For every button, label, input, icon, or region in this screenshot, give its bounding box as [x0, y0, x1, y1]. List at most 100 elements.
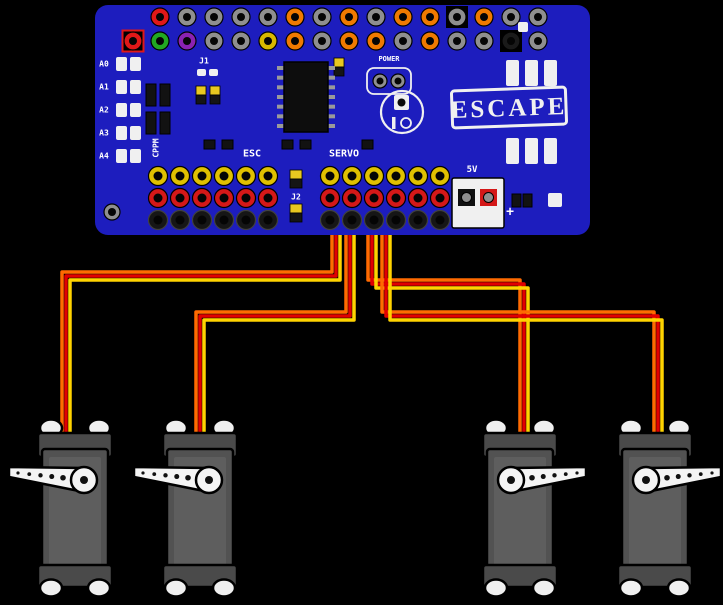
- solder-pad: [544, 60, 557, 86]
- esc-header-pin-hole: [263, 215, 273, 225]
- analog-label-a0: A0: [99, 60, 109, 69]
- board-label-+: +: [506, 205, 514, 220]
- servo-horn-hub-hole: [205, 476, 213, 484]
- esc-header-pin-hole: [241, 215, 251, 225]
- smd-capacitor-body: [289, 178, 303, 189]
- esc-header-pin-hole: [263, 193, 273, 203]
- servo-horn-hole: [710, 471, 714, 475]
- servo-horn-hub-hole: [642, 476, 650, 484]
- ic-pin: [277, 95, 284, 99]
- terminal-gnd-screw: [461, 192, 472, 203]
- solder-pad: [506, 138, 519, 164]
- smd-component: [221, 139, 234, 150]
- servo-horn-hole: [575, 471, 579, 475]
- analog-pad: [116, 126, 127, 140]
- ic-pin: [328, 114, 335, 119]
- analog-pad: [116, 57, 127, 71]
- ic-pin: [328, 95, 335, 99]
- board-label-cppm: CPPM: [152, 138, 161, 157]
- ic-pin: [277, 104, 284, 109]
- servo-bottom-grommet: [666, 578, 692, 598]
- servo-horn-hole: [698, 472, 703, 477]
- gpio-pin-hole: [453, 37, 461, 45]
- analog-pad: [130, 103, 141, 117]
- round-footprint-outline: [379, 89, 425, 135]
- servo-header-pin-hole: [347, 215, 357, 225]
- servo-horn-hole: [49, 474, 55, 480]
- servo-horn-hub-hole: [80, 476, 88, 484]
- solder-pad: [209, 69, 218, 76]
- esc-header-pin-hole: [197, 171, 207, 181]
- power-pin-hole: [376, 77, 384, 85]
- ic-pin: [277, 114, 284, 119]
- ic-pin: [328, 104, 335, 109]
- gpio-pin-hole: [426, 13, 434, 21]
- gpio-pin-hole: [156, 37, 164, 45]
- ic-pin: [277, 124, 284, 128]
- gpio-pin-hole: [156, 13, 164, 21]
- gpio-pin-hole: [291, 37, 299, 45]
- servo-horn-hole: [687, 473, 692, 478]
- gpio-pin-hole: [534, 37, 542, 45]
- analog-pad: [116, 103, 127, 117]
- servo-header-pin-hole: [391, 171, 401, 181]
- gpio-pin-hole: [291, 13, 299, 21]
- esc-header-pin-hole: [219, 193, 229, 203]
- gpio-pin-hole: [264, 37, 272, 45]
- terminal-5v-screw: [483, 192, 494, 203]
- smd-component: [145, 83, 157, 107]
- footprint-bar: [392, 117, 396, 129]
- servo-bottom-grommet: [531, 578, 557, 598]
- escape-stamp-text: ESCAPE: [450, 93, 568, 124]
- smd-capacitor-cap: [289, 203, 303, 214]
- analog-label-a2: A2: [99, 106, 109, 115]
- ic-pin: [328, 85, 335, 90]
- gpio-pin-hole: [372, 13, 380, 21]
- analog-label-a4: A4: [99, 152, 109, 161]
- gpio-pin-hole: [453, 13, 461, 21]
- gpio-pin-hole: [480, 13, 488, 21]
- esc-header-pin-hole: [241, 171, 251, 181]
- servo-horn-hole: [141, 471, 145, 475]
- esc-header-pin-hole: [153, 171, 163, 181]
- servo-header-pin-hole: [369, 215, 379, 225]
- smd-component: [511, 193, 522, 208]
- smd-component: [361, 139, 374, 150]
- servo-horn-hole: [664, 474, 670, 481]
- analog-pad: [130, 57, 141, 71]
- escape-stamp: ESCAPE: [449, 85, 569, 130]
- esc-header-pin-hole: [197, 215, 207, 225]
- gpio-pin-hole: [264, 13, 272, 21]
- solder-pad: [506, 60, 519, 86]
- servo-horn-hole: [60, 474, 66, 481]
- smd-capacitor-body: [209, 94, 221, 105]
- esc-header-pin-hole: [263, 171, 273, 181]
- servo-bottom-grommet: [38, 578, 64, 598]
- servo-header-pin-hole: [347, 193, 357, 203]
- ic-pin: [328, 124, 335, 128]
- solder-pad: [518, 22, 528, 32]
- analog-pad: [116, 80, 127, 94]
- smd-component: [159, 83, 171, 107]
- board-label-power: POWER: [378, 55, 400, 63]
- smd-component: [299, 139, 312, 150]
- servo-motor-3: [481, 418, 588, 598]
- escape-stamp-group: ESCAPE: [449, 85, 569, 130]
- servo-horn-hole: [529, 474, 535, 481]
- servo-cable-4-strand: [384, 224, 660, 438]
- servo-bottom-grommet: [86, 578, 112, 598]
- smd-capacitor-body: [289, 212, 303, 223]
- servo-header-pin-hole: [391, 215, 401, 225]
- smd-capacitor-body: [333, 66, 345, 77]
- servo-cable-1-strand: [60, 220, 334, 434]
- servo-cable-4-strand: [388, 228, 664, 442]
- servo-header-pin-hole: [413, 193, 423, 203]
- servo-header-pin-hole: [325, 193, 335, 203]
- servo-bottom-grommet: [211, 578, 237, 598]
- gpio-pin-hole: [318, 37, 326, 45]
- gpio-pin-hole: [399, 13, 407, 21]
- gpio-pin-hole: [426, 37, 434, 45]
- servo-horn-hole: [552, 473, 557, 478]
